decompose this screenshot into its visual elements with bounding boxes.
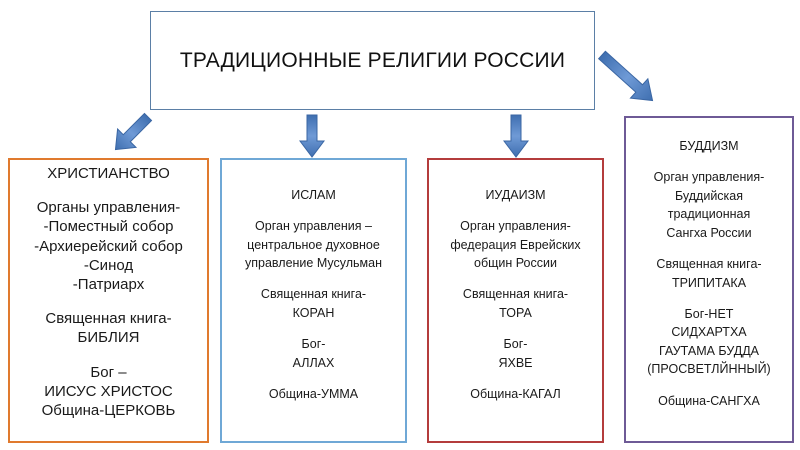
judaism-governance-line: общин России (474, 256, 557, 271)
buddhism-heading: БУДДИЗМ (679, 139, 739, 153)
arrow-to-buddhism-icon (597, 50, 654, 102)
buddhism-book-label: Священная книга- (656, 256, 762, 271)
arrow-to-judaism-icon (503, 114, 529, 158)
buddhism-governance-line: традиционная (667, 207, 751, 222)
islam-heading: ИСЛАМ (291, 188, 336, 202)
christianity-book: БИБЛИЯ (77, 329, 140, 347)
judaism-governance-line: федерация Еврейских (450, 237, 581, 252)
christianity-governance-label: Органы управления- (36, 199, 181, 217)
islam-book-label: Священная книга- (260, 287, 367, 302)
judaism-box: ИУДАИЗМ Орган управления- федерация Евре… (427, 158, 604, 443)
christianity-heading: ХРИСТИАНСТВО (47, 165, 170, 182)
christianity-governance-item: -Архиерейский собор (34, 237, 183, 255)
buddhism-god-line: ГАУТАМА БУДДА (658, 343, 759, 358)
buddhism-governance-line: Буддийская (674, 188, 744, 203)
christianity-community: Община-ЦЕРКОВЬ (41, 402, 176, 420)
judaism-book: ТОРА (499, 305, 532, 320)
buddhism-community: Община-САНГХА (658, 393, 760, 408)
islam-governance-line: центральное духовное (247, 237, 380, 252)
buddhism-book: ТРИПИТАКА (671, 275, 747, 290)
christianity-governance-item: -Патриарх (72, 276, 145, 294)
islam-god-label: Бог- (301, 337, 326, 352)
islam-book: КОРАН (292, 305, 335, 320)
christianity-book-label: Священная книга- (45, 310, 172, 328)
arrow-to-christianity-icon (114, 112, 153, 151)
christianity-governance-item: -Поместный собор (43, 218, 174, 236)
judaism-governance-line: Орган управления- (460, 219, 571, 234)
judaism-god-label: Бог- (503, 337, 528, 352)
buddhism-governance-line: Сангха России (666, 225, 752, 240)
christianity-god-label: Бог – (90, 363, 127, 381)
arrow-to-islam-icon (299, 114, 325, 158)
christianity-box: ХРИСТИАНСТВО Органы управления- -Поместн… (8, 158, 209, 443)
islam-governance-line: управление Мусульман (245, 256, 382, 271)
diagram-title: ТРАДИЦИОННЫЕ РЕЛИГИИ РОССИИ (179, 48, 566, 72)
buddhism-god-line: (ПРОСВЕТЛЙННЫЙ) (647, 362, 771, 377)
judaism-community: Община-КАГАЛ (470, 386, 561, 401)
islam-box: ИСЛАМ Орган управления – центральное дух… (220, 158, 407, 443)
islam-god-name: АЛЛАХ (292, 355, 335, 370)
judaism-god-name: ЯХВЕ (498, 355, 533, 370)
islam-community: Община-УММА (268, 386, 359, 401)
christianity-god-name: ИИСУС ХРИСТОС (44, 382, 173, 400)
title-box: ТРАДИЦИОННЫЕ РЕЛИГИИ РОССИИ (150, 11, 595, 110)
buddhism-god-line: СИДХАРТХА (671, 325, 747, 340)
judaism-book-label: Священная книга- (462, 287, 569, 302)
christianity-governance-item: -Синод (83, 256, 134, 274)
islam-governance-line: Орган управления – (255, 219, 372, 234)
buddhism-god-line: Бог-НЕТ (684, 306, 734, 321)
buddhism-governance-line: Орган управления- (653, 170, 765, 185)
buddhism-box: БУДДИЗМ Орган управления- Буддийская тра… (624, 116, 794, 443)
judaism-heading: ИУДАИЗМ (485, 188, 546, 202)
